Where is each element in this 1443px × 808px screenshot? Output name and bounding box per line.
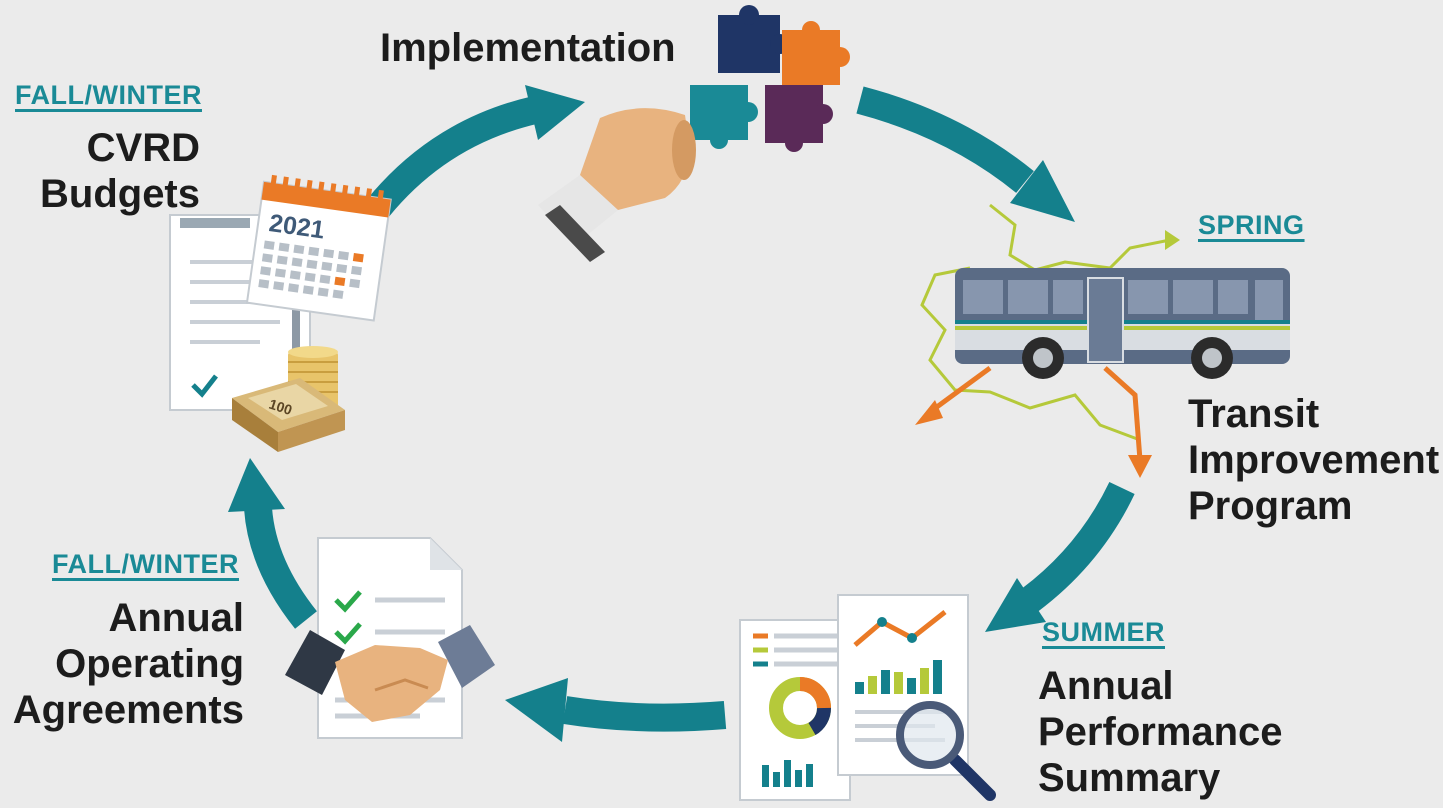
route-map (920, 203, 1171, 442)
agreements-title-line-3: Agreements (12, 688, 244, 732)
performance-title-line-1: Annual (1038, 664, 1174, 708)
puzzle-piece-navy (718, 5, 790, 73)
performance-illustration (739, 594, 996, 801)
transit-title-line-2: Improvement (1188, 438, 1440, 482)
money-label: 100 (267, 396, 294, 419)
puzzle-piece-orange (782, 21, 850, 85)
hand-icon (538, 108, 696, 262)
performance-title-line-3: Summary (1038, 756, 1221, 800)
agreements-title-line-1: Annual (108, 596, 244, 640)
arrowhead-2 (1010, 160, 1075, 222)
performance-season-label: SUMMER (1042, 617, 1165, 647)
cycle-arrows (244, 86, 1135, 732)
calendar-icon: 2021 (245, 174, 392, 322)
arrow-agreements-to-budgets (244, 506, 318, 629)
budgets-title-line-1: CVRD (86, 126, 200, 170)
agreements-season-label: FALL/WINTER (52, 549, 239, 579)
budgets-season-label: FALL/WINTER (15, 80, 202, 110)
magnifier-icon (896, 701, 996, 801)
agreements-illustration (285, 537, 495, 739)
arrowhead-1 (525, 85, 585, 140)
budgets-title-line-2: Budgets (40, 172, 200, 216)
arrow-budgets-to-implementation (367, 96, 539, 217)
agreements-title-line-2: Operating (55, 642, 244, 686)
donut-chart-icon (769, 677, 831, 739)
transit-title-line-1: Transit (1188, 392, 1320, 436)
transit-illustration (915, 203, 1290, 478)
arrow-implementation-to-transit (856, 86, 1034, 193)
agreement-checkmarks (334, 590, 362, 645)
bus-icon (955, 268, 1290, 379)
arrow-performance-to-agreements (562, 696, 727, 732)
money-bundle-icon (232, 378, 345, 452)
implementation-title: Implementation (380, 26, 676, 70)
puzzle-piece-teal (690, 85, 758, 149)
puzzle-illustration (538, 5, 850, 262)
puzzle-piece-purple (765, 85, 833, 152)
transit-season-label: SPRING (1198, 210, 1305, 240)
arrowhead-3 (985, 578, 1046, 632)
handshake-icon (285, 625, 495, 722)
arrowhead-5 (228, 458, 285, 512)
budget-illustration: 100 2021 (169, 174, 392, 452)
route-arrow-lime (1165, 230, 1180, 250)
route-arrows-orange (928, 365, 1143, 461)
performance-title-line-2: Performance (1038, 710, 1283, 754)
transit-title-line-3: Program (1188, 484, 1353, 528)
arrowhead-4 (505, 678, 568, 742)
checkmark-icon (191, 374, 218, 398)
arrow-transit-to-performance (1021, 481, 1135, 612)
